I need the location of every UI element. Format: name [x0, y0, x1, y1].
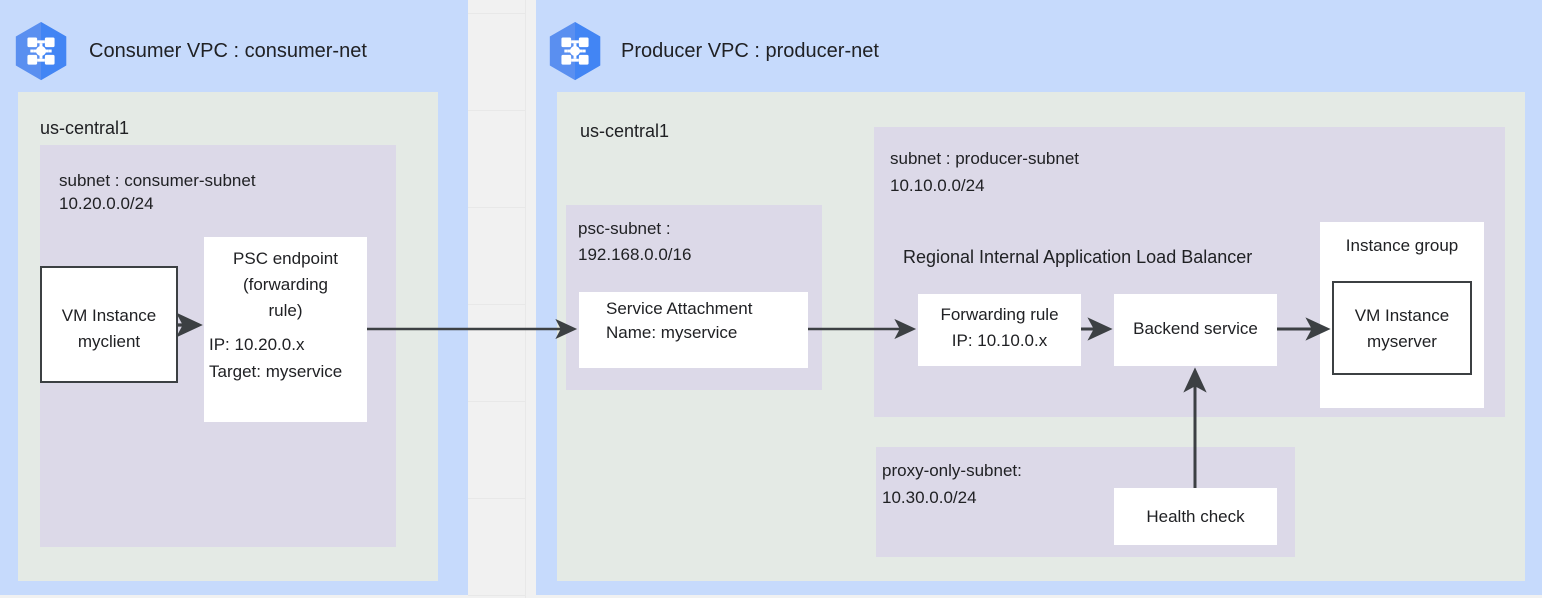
forwarding-rule-line2: IP: 10.10.0.x — [951, 331, 1048, 350]
psc-endpoint-box[interactable] — [204, 237, 367, 422]
producer-subnet-cidr: 10.10.0.0/24 — [890, 176, 985, 195]
psc-subnet-name: psc-subnet : — [578, 219, 671, 238]
health-check-box[interactable] — [1114, 488, 1277, 545]
producer-vm-instance-line1: VM Instance — [1354, 306, 1450, 325]
consumer-subnet-cidr: 10.20.0.0/24 — [59, 194, 154, 213]
psc-endpoint-line3: rule) — [268, 301, 303, 320]
producer-vm-instance-line2: myserver — [1367, 332, 1437, 351]
producer-vpc-title: Producer VPC : producer-net — [621, 40, 879, 62]
proxy-only-subnet-cidr: 10.30.0.0/24 — [882, 488, 977, 507]
consumer-subnet-name: subnet : consumer-subnet — [59, 171, 256, 190]
network-boundary-wall — [468, 0, 526, 598]
consumer-vpc-title: Consumer VPC : consumer-net — [89, 40, 367, 62]
proxy-only-subnet-name: proxy-only-subnet: — [882, 461, 1022, 480]
producer-region-label: us-central1 — [580, 121, 670, 141]
psc-subnet-cidr: 192.168.0.0/16 — [578, 245, 692, 264]
producer-vm-instance-box[interactable] — [1332, 281, 1472, 375]
backend-service-box[interactable] — [1114, 294, 1277, 366]
psc-endpoint-ip: IP: 10.20.0.x — [209, 335, 305, 354]
health-check-label: Health check — [1146, 507, 1245, 526]
consumer-vm-instance-line2: myclient — [77, 332, 141, 351]
load-balancer-title: Regional Internal Application Load Balan… — [903, 247, 1253, 267]
forwarding-rule-line1: Forwarding rule — [940, 305, 1059, 324]
instance-group-title: Instance group — [1345, 236, 1459, 255]
service-attachment-box[interactable] — [579, 292, 808, 368]
producer-subnet-name: subnet : producer-subnet — [890, 149, 1080, 168]
consumer-vm-instance-line1: VM Instance — [61, 306, 157, 325]
backend-service-label: Backend service — [1133, 319, 1258, 338]
consumer-region-label: us-central1 — [40, 118, 130, 138]
psc-endpoint-line1: PSC endpoint — [233, 249, 338, 268]
service-attachment-line2: Name: myservice — [606, 323, 738, 342]
psc-endpoint-target: Target: myservice — [209, 362, 343, 381]
vpc-hexagon-icon — [15, 21, 67, 81]
psc-endpoint-line2: (forwarding — [242, 275, 329, 294]
service-attachment-line1: Service Attachment — [606, 299, 753, 318]
forwarding-rule-box[interactable] — [918, 294, 1081, 366]
vpc-hexagon-icon — [549, 21, 601, 81]
